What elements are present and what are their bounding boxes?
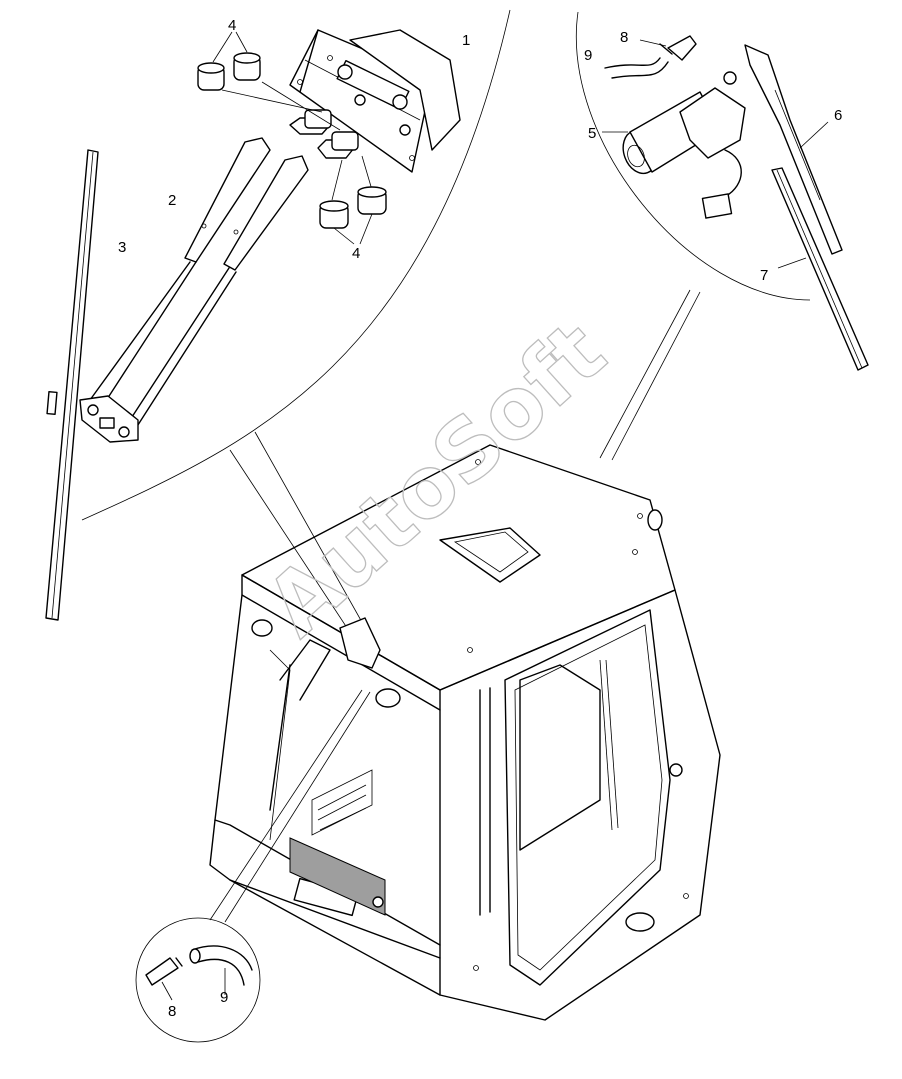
bushings-top [197, 31, 261, 91]
rear-wiper-blade [771, 167, 869, 371]
callout-rear-wiper-blade: 7 [760, 267, 768, 284]
operator-cab [209, 444, 721, 1021]
detail-boundary-rear-wiper [576, 11, 811, 301]
bushings-bottom [319, 186, 387, 245]
rear-wiper-arm [744, 44, 843, 255]
callout-washer-hose-bottom: 9 [220, 989, 228, 1006]
callout-rear-wiper-motor: 5 [588, 125, 596, 142]
wiper-spindles [221, 81, 373, 201]
callout-bushing-top: 4 [228, 17, 236, 34]
wiper-motor-assembly [289, 29, 461, 173]
wiper-blade-front [45, 149, 99, 621]
detail-boundary-front-wiper [81, 9, 511, 521]
callout-wiper-blade-front: 3 [118, 239, 126, 256]
washer-nozzle-top [639, 35, 697, 61]
callout-wiper-arm-front: 2 [168, 192, 176, 209]
watermark: AutoSoft [248, 303, 624, 655]
callout-wiper-motor-assembly: 1 [462, 32, 470, 49]
callout-washer-nozzle-bottom: 8 [168, 1003, 176, 1020]
washer-hose-bottom [189, 945, 253, 995]
wiper-arm-front [79, 137, 309, 443]
callout-rear-wiper-arm: 6 [834, 107, 842, 124]
detail-circle-washer [135, 917, 261, 1043]
callout-washer-nozzle-top: 8 [620, 29, 628, 46]
washer-nozzle-bottom [145, 957, 183, 1001]
rear-wiper-motor [602, 71, 746, 219]
washer-hose-top [604, 57, 669, 79]
callout-bushing-bottom: 4 [352, 245, 360, 262]
callout-washer-hose-top: 9 [584, 47, 592, 64]
